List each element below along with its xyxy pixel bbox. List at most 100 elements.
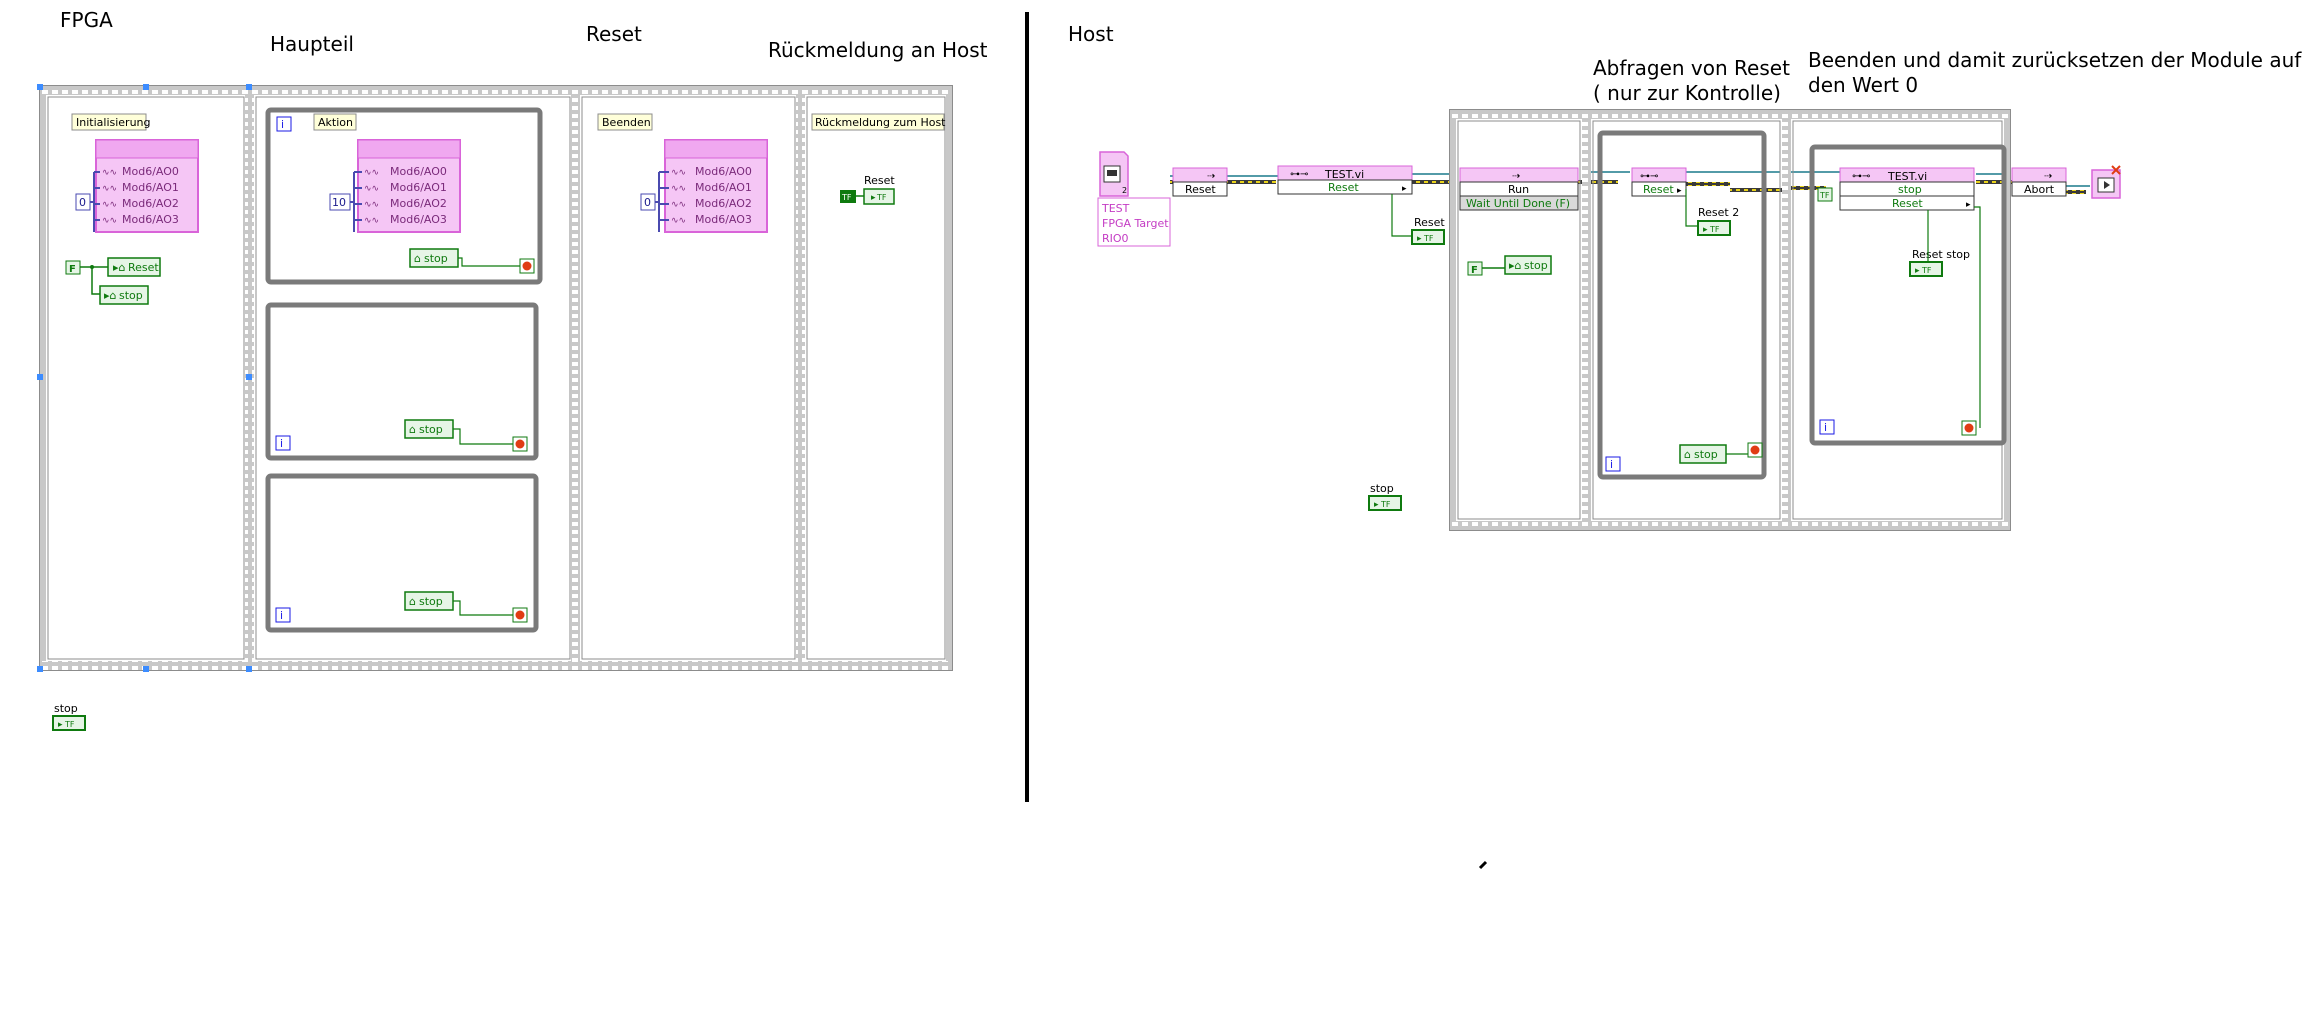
svg-text:Mod6/AO2: Mod6/AO2 (390, 197, 447, 210)
stop-local-abfragen[interactable]: ⌂ stop (1679, 444, 1748, 464)
false-constant[interactable]: F (65, 260, 108, 295)
svg-text:▸⌂: ▸⌂ (1509, 259, 1522, 272)
frame-label-beenden: Beenden (597, 113, 653, 131)
false-constant-host[interactable]: F (1467, 261, 1505, 276)
fpga-target-refnum[interactable]: 2 (1099, 151, 1129, 197)
svg-text:▸: ▸ (1374, 500, 1379, 510)
svg-text:⌂: ⌂ (409, 423, 416, 436)
stop-terminal[interactable] (1961, 420, 1977, 436)
io-node-init: Mod6/AO0 Mod6/AO1 Mod6/AO2 Mod6/AO3 ∿∿∿∿… (95, 139, 199, 233)
fpga-heading: FPGA (60, 8, 113, 32)
reset2-indicator[interactable]: Reset 2 ▸ TF (1685, 189, 1739, 236)
svg-text:⊶⊸: ⊶⊸ (1290, 169, 1308, 180)
numeric-constant-beenden[interactable]: 0 (640, 171, 669, 232)
stop-terminal[interactable] (512, 436, 528, 452)
svg-text:F: F (1471, 265, 1478, 276)
stray-mark (1478, 860, 1488, 870)
svg-text:TF: TF (1423, 234, 1434, 243)
svg-text:FPGA Target: FPGA Target (1102, 217, 1169, 230)
svg-text:stop: stop (1898, 183, 1922, 196)
svg-text:▸: ▸ (1915, 266, 1920, 276)
svg-text:∿∿: ∿∿ (364, 200, 379, 210)
stop-local-2[interactable]: ⌂ stop (404, 419, 513, 445)
svg-text:∿∿: ∿∿ (102, 200, 117, 210)
reset-indicator-host[interactable]: Reset ▸ TF (1391, 194, 1445, 245)
read-write-node-beenden[interactable]: TF ⊶⊸ TEST.vi stop Reset ▸ (1817, 167, 1975, 211)
svg-text:stop: stop (1370, 482, 1394, 495)
while-loop-beenden: i (1809, 144, 2007, 446)
svg-text:Reset: Reset (1185, 183, 1216, 196)
svg-text:Beenden: Beenden (602, 116, 651, 129)
stop-terminal[interactable] (519, 258, 535, 274)
io-label: Mod6/AO0 (122, 165, 179, 178)
local-variable-stop[interactable]: ▸⌂ stop (99, 285, 149, 305)
svg-text:▸⌂: ▸⌂ (104, 289, 117, 302)
svg-text:∿∿: ∿∿ (364, 184, 379, 194)
svg-text:Mod6/AO3: Mod6/AO3 (390, 213, 447, 226)
io-label: Mod6/AO1 (122, 181, 179, 194)
frame-label-rueckmeldung: Rückmeldung zum Host (811, 113, 946, 131)
svg-text:stop: stop (54, 702, 78, 715)
svg-text:Reset: Reset (1892, 197, 1923, 210)
svg-text:TF: TF (1921, 266, 1932, 275)
svg-text:▸: ▸ (1417, 234, 1422, 244)
svg-text:0: 0 (79, 196, 86, 209)
stop-local-host[interactable]: ▸⌂ stop (1504, 255, 1552, 275)
stop-control-fpga[interactable]: stop ▸ TF (52, 702, 86, 731)
frame-label-aktion: Aktion (313, 113, 357, 131)
io-node-aktion: Mod6/AO0 Mod6/AO1 Mod6/AO2 Mod6/AO3 ∿∿∿∿… (357, 139, 461, 233)
svg-text:Abort: Abort (2024, 183, 2055, 196)
svg-text:Mod6/AO0: Mod6/AO0 (390, 165, 447, 178)
while-loop-3: i (265, 473, 539, 633)
svg-text:∿∿: ∿∿ (102, 216, 117, 226)
haupteil-heading: Haupteil (270, 32, 354, 56)
stop-terminal[interactable] (1747, 442, 1763, 458)
stop-control-host[interactable]: stop ▸ TF (1368, 482, 1402, 511)
svg-text:stop: stop (424, 252, 448, 265)
svg-text:⊶⊸: ⊶⊸ (1852, 171, 1870, 182)
stop-local-3[interactable]: ⌂ stop (404, 591, 513, 616)
stop-terminal[interactable] (512, 607, 528, 623)
loop-index: i (281, 118, 284, 131)
frame-label-init: Initialisierung (71, 113, 151, 131)
local-variable-reset[interactable]: ▸⌂ Reset (107, 257, 161, 277)
svg-text:Wait Until Done (F): Wait Until Done (F) (1466, 197, 1570, 210)
svg-text:∿∿: ∿∿ (671, 168, 686, 178)
stop-local-aktion[interactable]: ⌂ stop (409, 248, 520, 268)
reset-heading: Reset (586, 22, 642, 46)
svg-text:i: i (1824, 421, 1827, 434)
svg-text:Reset stop: Reset stop (1912, 248, 1970, 261)
invoke-method-run[interactable]: ⇢ Run Wait Until Done (F) (1459, 167, 1579, 211)
svg-text:Reset: Reset (128, 261, 159, 274)
svg-text:Reset: Reset (1328, 181, 1359, 194)
read-write-node-test[interactable]: ⊶⊸ TEST.vi Reset ▸ (1277, 165, 1413, 195)
close-reference-icon[interactable] (2091, 165, 2121, 199)
host-heading: Host (1068, 22, 1114, 46)
numeric-constant-aktion[interactable]: 10 (329, 171, 362, 232)
svg-text:TEST.vi: TEST.vi (1887, 170, 1927, 183)
svg-text:▸: ▸ (58, 720, 63, 730)
invoke-method-abort[interactable]: ⇢ Abort (2011, 167, 2067, 197)
reset-indicator-fpga[interactable]: Reset TF ▸ TF (840, 174, 895, 205)
invoke-method-reset[interactable]: ⇢ Reset (1172, 167, 1228, 197)
svg-text:stop: stop (119, 289, 143, 302)
svg-text:▸: ▸ (871, 193, 876, 203)
svg-text:TF: TF (1380, 500, 1391, 509)
fpga-target-label: TEST FPGA Target RIO0 (1097, 197, 1171, 247)
svg-text:stop: stop (1524, 259, 1548, 272)
svg-text:TF: TF (876, 193, 887, 202)
svg-text:stop: stop (419, 595, 443, 608)
reset-stop-indicator[interactable]: Reset stop ▸ TF (1909, 206, 1981, 428)
numeric-constant-init[interactable]: 0 (75, 171, 100, 232)
read-node-abfragen[interactable]: ⊶⊸ Reset ▸ (1631, 167, 1687, 197)
while-loop-abfragen: i (1597, 130, 1767, 480)
svg-text:Reset: Reset (1414, 216, 1445, 229)
rueckmeldung-heading: Rückmeldung an Host (768, 38, 988, 62)
section-divider (1025, 12, 1029, 802)
svg-text:stop: stop (419, 423, 443, 436)
svg-text:TEST.vi: TEST.vi (1324, 168, 1364, 181)
svg-text:⌂: ⌂ (409, 595, 416, 608)
while-loop-aktion: i (265, 107, 543, 285)
svg-text:∿∿: ∿∿ (102, 184, 117, 194)
